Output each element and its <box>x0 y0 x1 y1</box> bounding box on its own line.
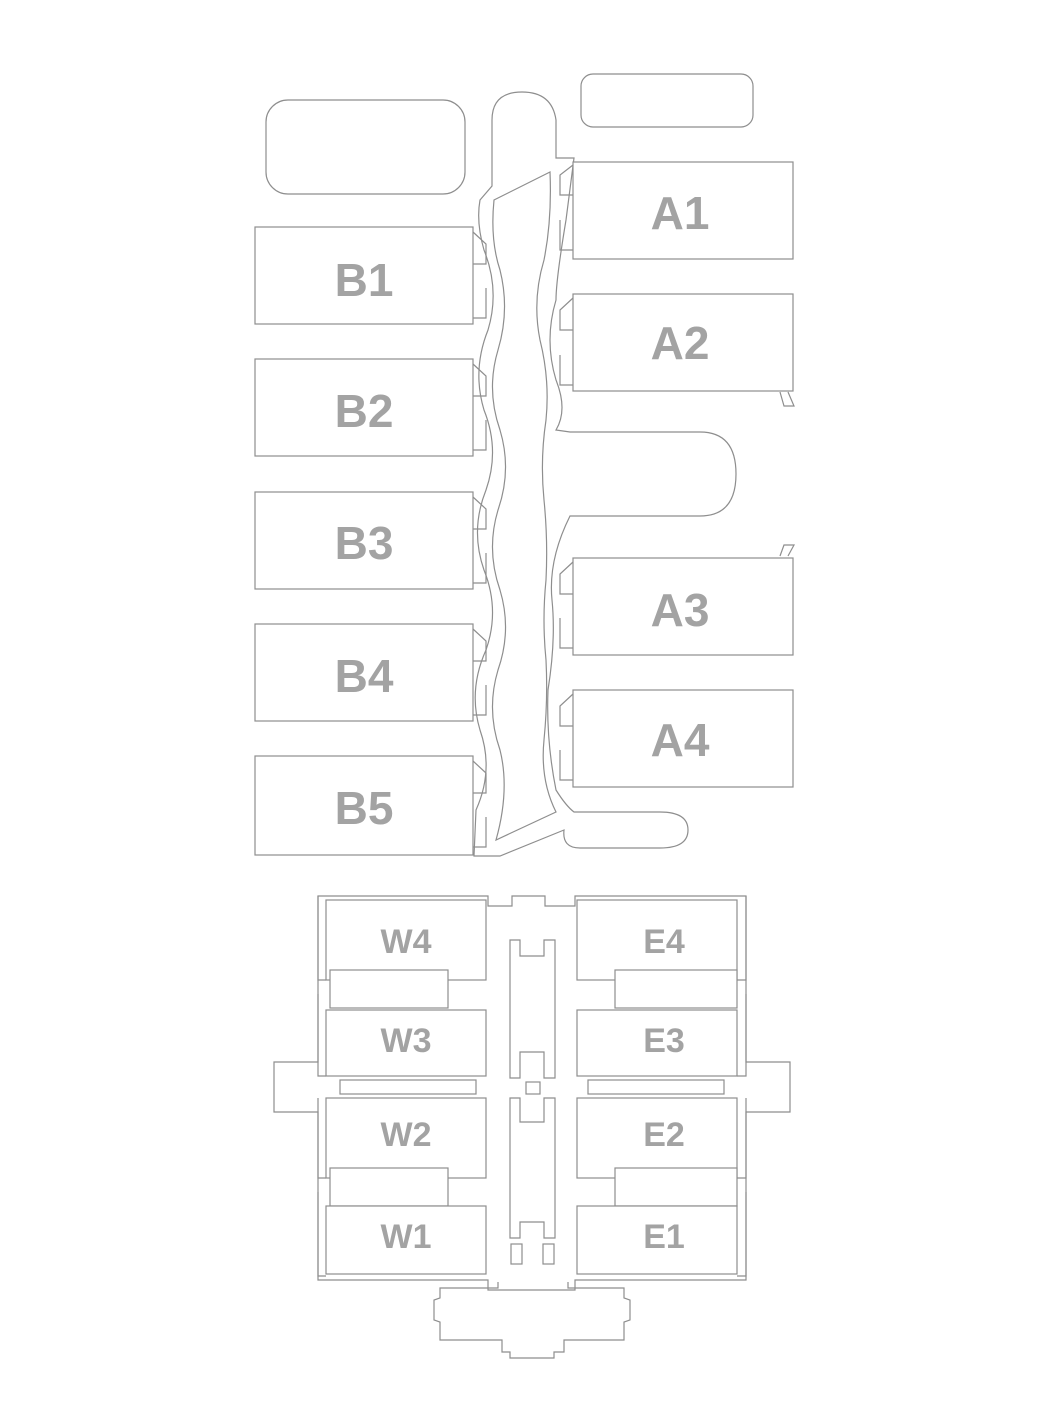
block-a1 <box>572 161 794 260</box>
room-label-w4: W4 <box>381 923 432 961</box>
block-label-a3: A3 <box>651 584 710 636</box>
south-entrance-building <box>433 1282 631 1359</box>
room-label-e1: E1 <box>643 1218 685 1256</box>
room-w1 <box>325 1205 487 1275</box>
room-e1 <box>576 1205 738 1275</box>
block-b4-steps <box>472 628 487 716</box>
block-label-a2: A2 <box>651 317 710 369</box>
block-label-a4: A4 <box>651 714 710 766</box>
block-b2-steps <box>472 363 487 451</box>
east-corridor <box>587 1079 725 1095</box>
room-w3 <box>325 1009 487 1077</box>
spine-post-right <box>542 1243 555 1265</box>
east-wall-strips <box>737 896 747 1277</box>
room-label-e2: E2 <box>643 1116 685 1154</box>
room-w2 <box>325 1097 487 1179</box>
west-wall-strips <box>317 896 326 1277</box>
room-e4 <box>576 899 738 981</box>
block-a3-steps <box>559 561 574 649</box>
room-label-e4: E4 <box>643 923 685 961</box>
room-label-w3: W3 <box>381 1022 432 1060</box>
room-label-w1: W1 <box>381 1218 432 1256</box>
block-label-b3: B3 <box>335 517 394 569</box>
block-b5 <box>254 755 474 856</box>
block-label-a1: A1 <box>651 187 710 239</box>
block-a2-notch <box>779 391 795 407</box>
block-b4 <box>254 623 474 722</box>
room-e2 <box>576 1097 738 1179</box>
block-b5-steps <box>472 760 487 848</box>
block-label-b1: B1 <box>335 254 394 306</box>
block-a3-notch <box>779 544 796 557</box>
block-label-b2: B2 <box>335 385 394 437</box>
block-a4-steps <box>559 693 574 781</box>
room-e2-inner <box>614 1167 738 1207</box>
block-b2 <box>254 358 474 457</box>
central-spine-upper <box>509 939 556 1079</box>
room-e3 <box>576 1009 738 1077</box>
room-w2-inner <box>329 1167 449 1207</box>
room-label-e3: E3 <box>643 1022 685 1060</box>
top-right-pad <box>580 73 754 128</box>
block-label-b4: B4 <box>335 650 394 702</box>
block-a3 <box>572 557 794 656</box>
room-w4-inner <box>329 969 449 1009</box>
room-w4 <box>325 899 487 981</box>
block-a4 <box>572 689 794 788</box>
central-spine-lower <box>509 1097 556 1239</box>
central-spine-node <box>525 1081 541 1095</box>
top-left-pad <box>265 99 466 195</box>
central-road-outer <box>473 91 737 857</box>
central-road-inner <box>491 171 557 842</box>
block-b3 <box>254 491 474 590</box>
block-a1-steps <box>559 164 574 251</box>
room-label-w2: W2 <box>381 1116 432 1154</box>
block-b3-steps <box>472 496 487 584</box>
block-label-b5: B5 <box>335 782 394 834</box>
west-corridor <box>339 1079 477 1095</box>
spine-post-left <box>510 1243 523 1265</box>
block-a2 <box>572 293 794 392</box>
room-e4-inner <box>614 969 738 1009</box>
block-b1 <box>254 226 474 325</box>
block-a2-steps <box>559 297 574 386</box>
block-b1-steps <box>472 231 487 319</box>
